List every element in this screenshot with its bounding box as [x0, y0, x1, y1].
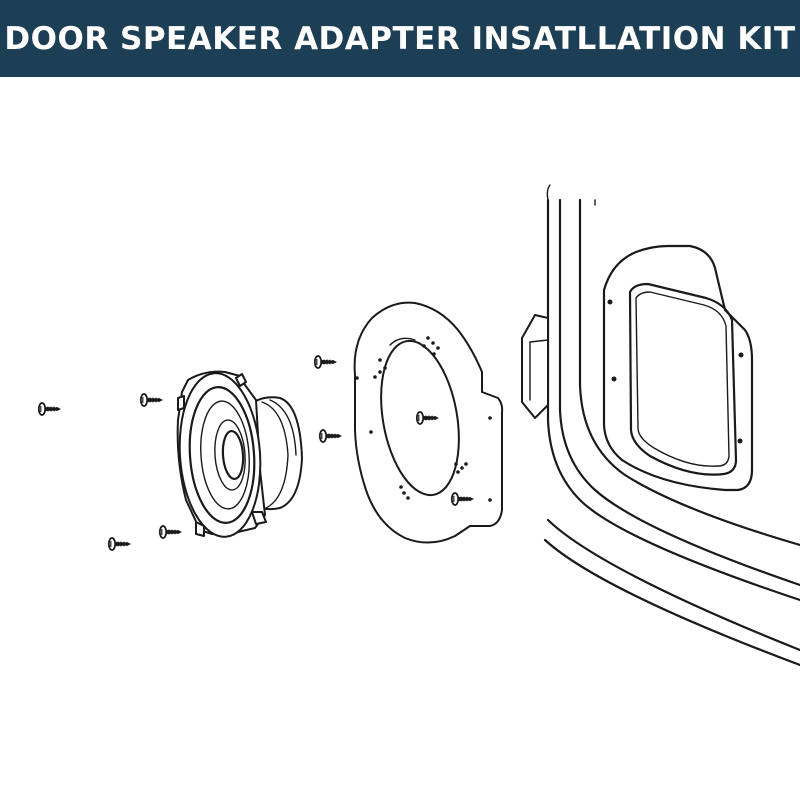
title-banner: DOOR SPEAKER ADAPTER INSATLLATION KIT	[0, 0, 800, 77]
screw-icon	[313, 355, 338, 369]
adapter-plate-icon	[353, 301, 504, 544]
screw-icon	[107, 537, 132, 551]
screw-icon	[318, 429, 343, 443]
page-title: DOOR SPEAKER ADAPTER INSATLLATION KIT	[4, 20, 796, 57]
screw-icon	[139, 393, 164, 407]
door-panel-icon	[521, 184, 800, 667]
screw-icon	[158, 525, 183, 539]
screw-icon	[37, 402, 62, 416]
speaker-icon	[176, 370, 303, 538]
